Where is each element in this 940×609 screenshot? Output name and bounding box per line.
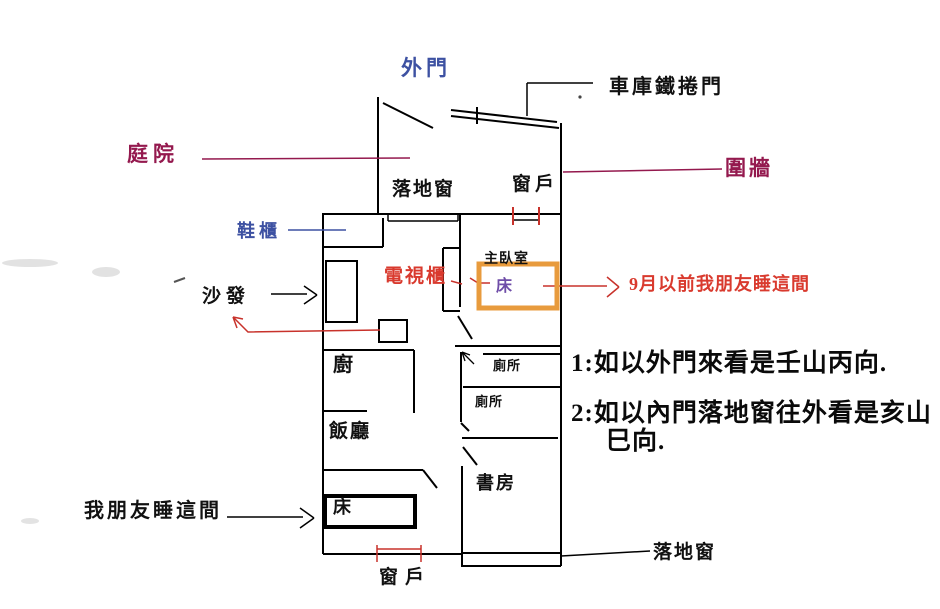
stray-dot [578,95,582,99]
label-garage-door: 車庫鐵捲門 [609,76,724,98]
magenta-leader-lines [201,157,723,173]
label-shoe-cabinet: 鞋櫃 [237,221,281,241]
scan-smudges [2,259,120,524]
note-line-2: 2:如以內門落地窗往外看是亥山 [571,400,932,427]
master-bed-outline [476,261,560,311]
label-tv-cabinet: 電視櫃 [384,266,448,287]
french-window-top-symbol [387,214,459,222]
sofa-outline [325,260,358,323]
label-outer-door: 外門 [401,56,451,80]
red-annotations [232,276,620,562]
shoe-cabinet-outline [323,218,384,248]
note-line-1: 1:如以外門來看是壬山丙向. [571,350,888,377]
label-master-bed: 床 [496,278,513,295]
tv-cabinet-outline [442,247,460,312]
friend-bed-outline [323,494,417,529]
label-window-top: 窗戶 [512,174,559,195]
interior-walls [322,214,561,567]
sofa-red-leader-arrow [232,316,381,333]
garage-roller-door-line1 [450,109,558,123]
label-study: 書房 [476,473,516,493]
study-french-window [462,552,561,567]
black-arrows [227,285,318,529]
outer-door-swing [382,102,434,129]
label-dining-room: 飯廳 [329,421,372,442]
corridor-arrow [461,351,475,365]
tv-box-outline [378,319,408,343]
label-window-bottom: 窗戶 [379,567,432,588]
stray-pen-mark [173,277,186,283]
label-master-bed-note: 9月以前我朋友睡這間 [629,274,810,294]
window-bottom-red-ticks [376,545,422,562]
courtyard-leader-line [201,157,411,160]
label-master-bedroom: 主臥室 [484,252,529,267]
note-line-2-continuation: 巳向. [606,428,666,455]
label-french-window-top: 落地窗 [392,179,456,200]
garage-roller-door-line2 [450,115,560,129]
label-french-window-bottom: 落地窗 [653,542,717,563]
label-toilet-upper: 廁所 [493,358,522,373]
label-fence: 圍牆 [725,156,773,180]
garage-label-connector [526,82,593,116]
master-bed-leader-arrow [543,276,620,298]
study-door-swing [462,446,478,466]
fence-leader-line [562,168,723,173]
window-top-red-ticks [512,207,540,225]
kitchen-counter [322,349,415,413]
friend-room-arrow [227,507,315,529]
label-toilet-lower: 廁所 [475,394,504,409]
label-sofa: 沙發 [202,286,251,307]
corridor-door-swing [457,315,473,340]
label-kitchen: 廚 [333,354,353,376]
label-friend-bed: 床 [333,497,351,517]
courtyard-walls [377,97,560,214]
label-friend-room-note: 我朋友睡這間 [84,500,222,522]
dining-divider [323,469,438,489]
corridor-door-tick [460,422,470,432]
tv-cabinet-red-dash [450,280,463,285]
sofa-arrow [271,285,318,305]
french-window-bottom-leader [560,550,651,557]
label-courtyard: 庭院 [127,142,179,166]
